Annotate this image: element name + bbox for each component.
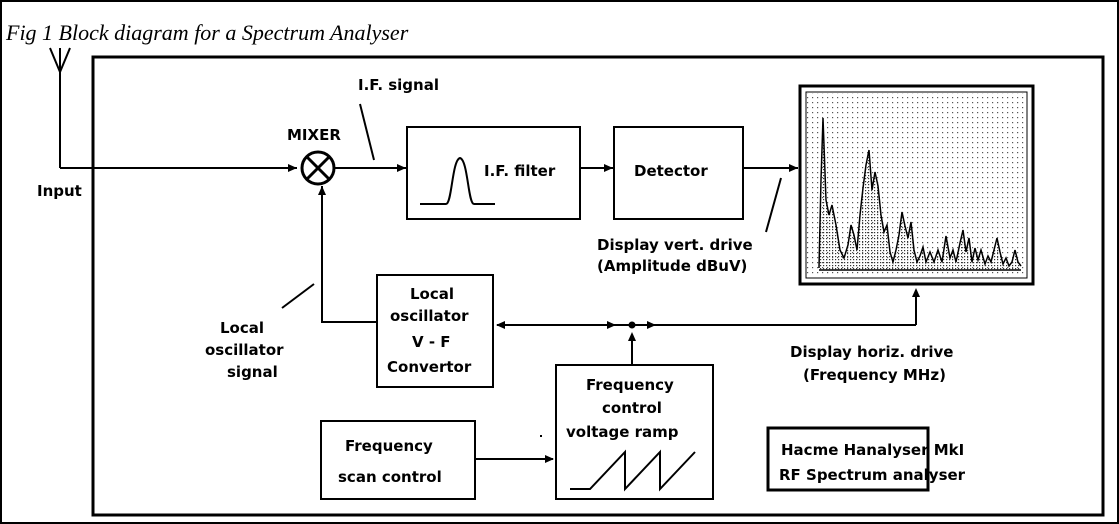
display-horiz-label-line2: (Frequency MHz)	[803, 366, 946, 384]
lo-signal-pointer	[281, 283, 315, 309]
stray-dot	[540, 435, 542, 437]
filter-response-icon	[420, 156, 495, 205]
display-screen	[798, 84, 1035, 286]
lo-block-line3: V - F	[412, 333, 451, 351]
voltage-ramp-block	[555, 364, 714, 500]
if-filter-label: I.F. filter	[484, 162, 556, 180]
arrowhead	[607, 321, 616, 329]
lo-signal-line	[321, 186, 377, 323]
lo-signal-label-line2: oscillator	[205, 341, 284, 359]
input-label: Input	[37, 182, 82, 200]
brand-box	[766, 426, 930, 492]
if-signal-pointer	[359, 103, 375, 161]
lo-signal-label-line1: Local	[220, 319, 264, 337]
if-signal-label: I.F. signal	[358, 76, 439, 94]
arrowhead	[288, 164, 297, 172]
display-vert-label-line2: (Amplitude dBuV)	[597, 257, 747, 275]
arrowhead	[604, 164, 613, 172]
ramp-block-line3: voltage ramp	[566, 423, 679, 441]
instrument-enclosure	[91, 55, 1105, 517]
scan-block-line1: Frequency	[345, 437, 433, 455]
brand-line1: Hacme Hanalyser MkI	[781, 441, 964, 459]
display-vert-label-line1: Display vert. drive	[597, 236, 753, 254]
scan-control-block	[320, 420, 476, 500]
ramp-block-line1: Frequency	[586, 376, 674, 394]
arrowhead	[628, 332, 636, 341]
display-horiz-label-line1: Display horiz. drive	[790, 343, 953, 361]
lo-block-line4: Convertor	[387, 358, 472, 376]
scan-block-line2: scan control	[338, 468, 442, 486]
ramp-block-line2: control	[602, 399, 662, 417]
detector-block	[613, 126, 744, 220]
local-oscillator-block	[376, 274, 494, 388]
vert-drive-pointer	[765, 177, 782, 233]
arrowhead	[496, 321, 505, 329]
brand-line2: RF Spectrum analyser	[779, 466, 966, 484]
figure-caption: Fig 1 Block diagram for a Spectrum Analy…	[5, 20, 409, 45]
lo-block-line1: Local	[410, 285, 454, 303]
arrowhead	[912, 288, 920, 297]
antenna-icon	[49, 47, 71, 168]
sawtooth-icon	[570, 449, 696, 492]
lo-signal-label-line3: signal	[227, 363, 278, 381]
mixer-label: MIXER	[287, 126, 341, 144]
arrowhead	[397, 164, 406, 172]
mixer-symbol	[300, 150, 336, 186]
arrowhead	[647, 321, 656, 329]
arrowhead	[318, 186, 326, 195]
junction-dot	[628, 321, 636, 329]
lo-block-line2: oscillator	[390, 307, 469, 325]
detector-label: Detector	[634, 162, 708, 180]
arrowhead	[545, 455, 554, 463]
arrowhead	[789, 164, 798, 172]
